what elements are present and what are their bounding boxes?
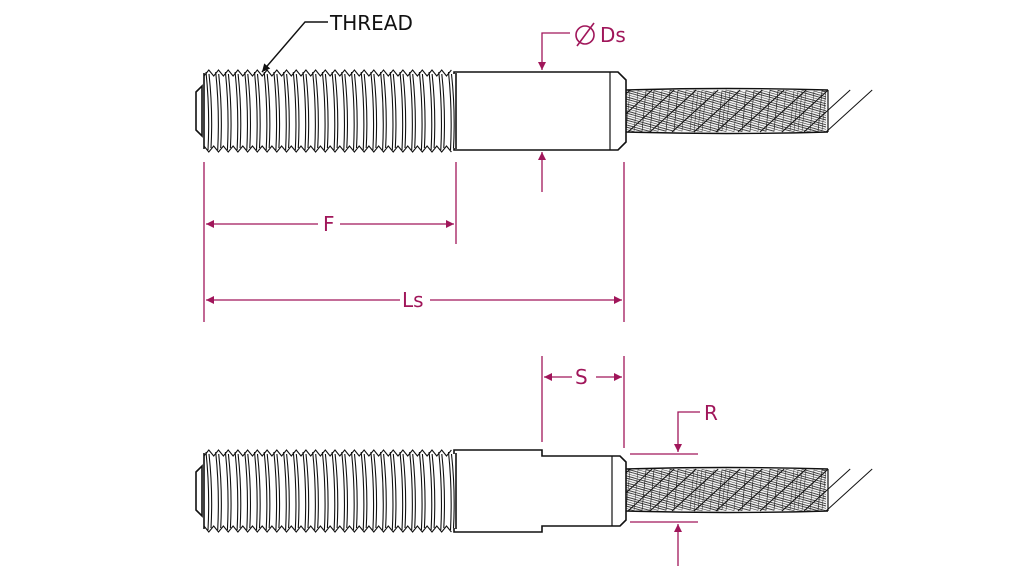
top-thread-end xyxy=(195,84,203,138)
thread-label: THREAD xyxy=(329,11,413,35)
bottom-stud xyxy=(195,449,873,533)
bottom-thread-end xyxy=(195,464,203,518)
top-shank xyxy=(453,71,627,151)
top-stud xyxy=(195,69,873,153)
bottom-shank xyxy=(453,449,627,533)
r-label: R xyxy=(704,401,718,425)
ds-label: Ds xyxy=(600,23,626,47)
top-thread-body xyxy=(203,69,457,153)
s-label: S xyxy=(575,365,588,389)
bottom-thread-body xyxy=(203,449,457,533)
f-label: F xyxy=(323,212,335,236)
thread-leader-line xyxy=(261,21,328,73)
extension-lines xyxy=(203,162,625,322)
f-dimension: F xyxy=(206,212,454,236)
ls-dimension: Ls xyxy=(206,288,622,312)
bottom-wire-rope xyxy=(583,466,873,514)
r-dimension: R xyxy=(630,401,718,566)
ds-leader-top xyxy=(538,32,570,70)
diameter-ds-dimension: Ds xyxy=(538,22,626,192)
ls-label: Ls xyxy=(402,288,424,312)
diameter-icon xyxy=(575,22,595,47)
s-dimension: S xyxy=(541,356,625,448)
thread-callout: THREAD xyxy=(261,11,413,73)
top-wire-rope xyxy=(583,87,873,135)
